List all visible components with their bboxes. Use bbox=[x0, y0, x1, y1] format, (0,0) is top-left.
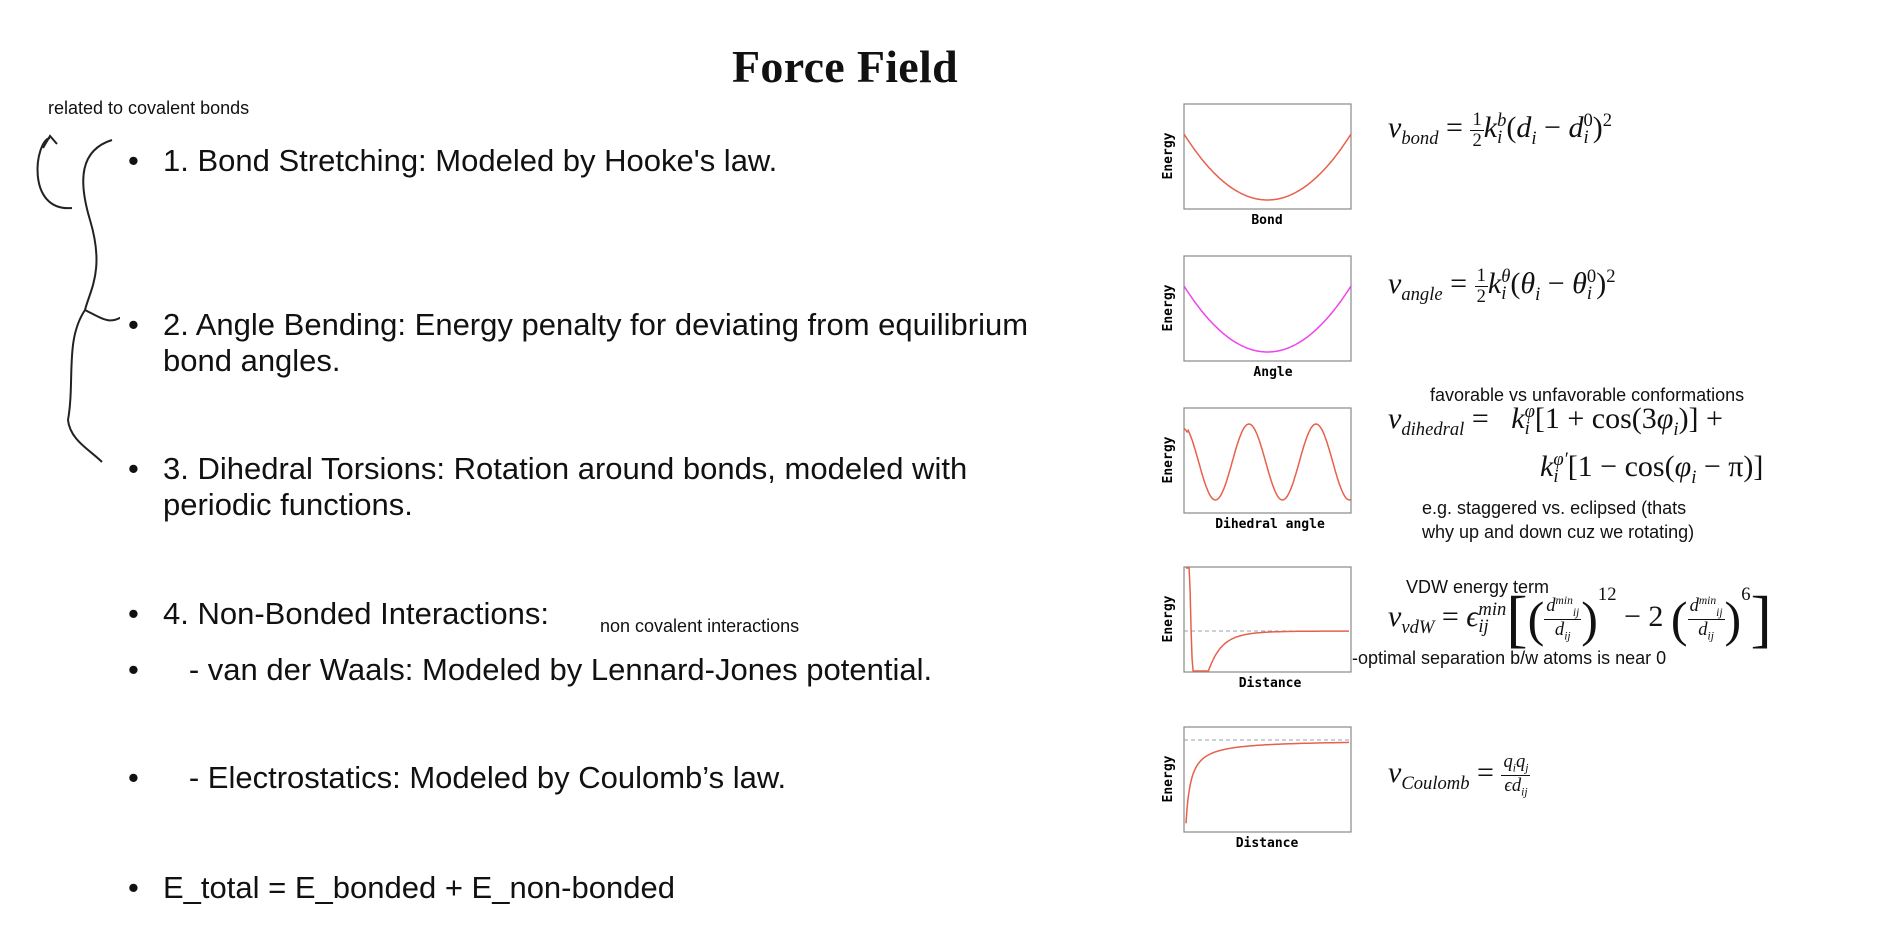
graph-angle: Energy Angle bbox=[1160, 252, 1360, 387]
bullet-text: 2. Angle Bending: Energy penalty for dev… bbox=[163, 307, 1029, 342]
bullet-text: 4. Non-Bonded Interactions: bbox=[163, 596, 550, 631]
coulomb-curve bbox=[1185, 741, 1349, 824]
annotation-dihedral-top: favorable vs unfavorable conformations bbox=[1430, 385, 1745, 405]
annotation-dihedral-bottom-2: why up and down cuz we rotating) bbox=[1422, 522, 1695, 542]
graph-angle-svg: Energy Angle bbox=[1161, 255, 1352, 380]
graph-frame bbox=[1183, 255, 1352, 362]
graph-frame bbox=[1183, 103, 1352, 210]
graph-frame bbox=[1183, 407, 1352, 514]
y-axis-label: Energy bbox=[1161, 284, 1176, 331]
bullet-text: bond angles. bbox=[163, 343, 341, 378]
graph-bond: Energy Bond bbox=[1160, 100, 1360, 235]
graph-frame bbox=[1183, 566, 1352, 673]
x-axis-label: Dihedral angle bbox=[1215, 517, 1325, 532]
graph-dihedral-svg: Energy Dihedral angle bbox=[1161, 407, 1352, 532]
x-axis-label: Distance bbox=[1239, 676, 1302, 691]
bond-energy-curve bbox=[1183, 133, 1352, 201]
bullet-text: - Electrostatics: Modeled by Coulomb’s l… bbox=[163, 760, 787, 795]
annotation-vdw-top: VDW energy term bbox=[1406, 577, 1550, 597]
y-axis-label: Energy bbox=[1161, 595, 1176, 642]
brace-annotation bbox=[36, 134, 120, 463]
slide-title: Force Field bbox=[732, 41, 958, 92]
dihedral-energy-curve bbox=[1183, 423, 1352, 501]
bullet-note: non covalent interactions bbox=[600, 616, 800, 636]
graph-bond-svg: Energy Bond bbox=[1161, 103, 1352, 228]
bullet-text: 1. Bond Stretching: Modeled by Hooke's l… bbox=[163, 143, 778, 178]
lennard-jones-curve bbox=[1186, 567, 1349, 672]
graph-vdw: Energy Distance bbox=[1160, 563, 1360, 698]
bullet-text: 3. Dihedral Torsions: Rotation around bo… bbox=[163, 451, 968, 486]
annotation-dihedral-bottom-1: e.g. staggered vs. eclipsed (thats bbox=[1422, 498, 1687, 518]
y-axis-label: Energy bbox=[1161, 755, 1176, 802]
bullet-text: E_total = E_bonded + E_non-bonded bbox=[163, 870, 675, 905]
y-axis-label: Energy bbox=[1161, 436, 1176, 483]
graph-dihedral: Energy Dihedral angle bbox=[1160, 404, 1360, 539]
bullet-text: - van der Waals: Modeled by Lennard-Jone… bbox=[163, 652, 933, 687]
side-note: related to covalent bonds bbox=[48, 98, 250, 118]
x-axis-label: Angle bbox=[1253, 365, 1292, 380]
graph-coulomb-svg: Energy Distance bbox=[1161, 726, 1352, 851]
x-axis-label: Bond bbox=[1251, 213, 1282, 228]
graph-frame bbox=[1183, 726, 1352, 833]
x-axis-label: Distance bbox=[1236, 836, 1299, 851]
graph-vdw-svg: Energy Distance bbox=[1161, 566, 1352, 691]
bullet-text: periodic functions. bbox=[163, 487, 413, 522]
y-axis-label: Energy bbox=[1161, 132, 1176, 179]
annotation-vdw-bottom: -optimal separation b/w atoms is near 0 bbox=[1352, 648, 1667, 668]
graph-coulomb: Energy Distance bbox=[1160, 723, 1360, 858]
angle-energy-curve bbox=[1183, 285, 1352, 353]
